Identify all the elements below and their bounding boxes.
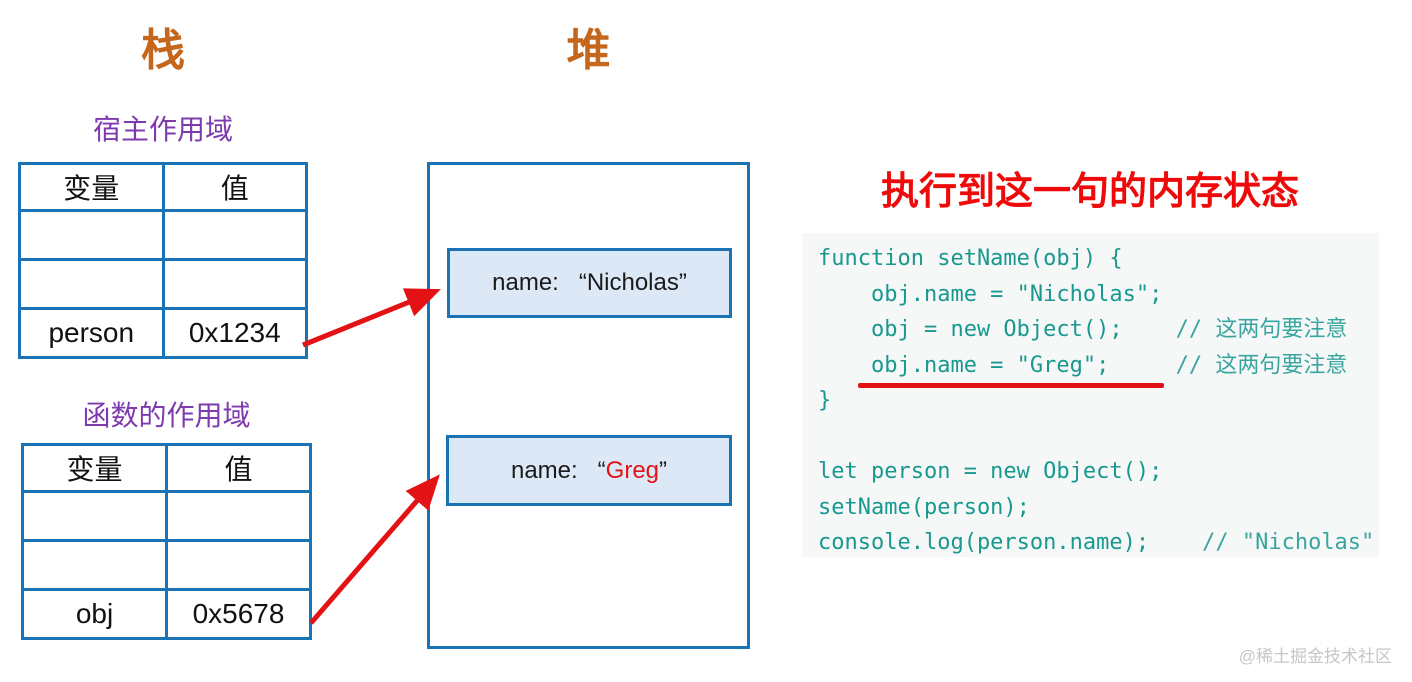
heap-title: 堆 [566,26,611,75]
code-line: } [818,383,1379,419]
text-segment: function setName(obj) { [818,246,1123,271]
table-row [18,209,308,261]
table-row [18,258,308,310]
heap-object-greg: name: “Greg” [446,435,732,506]
heap-box [427,162,750,649]
table-cell: obj [21,588,168,640]
text-segment: setName(person); [818,494,1030,520]
text-segment: Greg [605,456,660,484]
text-segment: obj = new Object(); [818,317,1176,342]
text-segment: } [818,388,832,413]
header-row: 变量值 [21,443,312,493]
table-cell [21,490,168,542]
text-segment: obj.name = "Greg"; [818,352,1176,378]
arrow-obj-to-greg [309,474,440,625]
table-cell: 0x1234 [161,307,308,359]
host-scope-label: 宿主作用域 [92,114,233,145]
text-segment: // 这两句要注意 [1175,352,1348,378]
text-segment: obj.name = "Nicholas"; [818,281,1163,307]
column-header: 值 [161,162,308,212]
code-line: function setName(obj) { [818,241,1379,277]
function-scope-label: 函数的作用域 [82,400,251,431]
table-cell [18,209,165,261]
watermark: @稀土掘金技术社区 [1238,647,1392,666]
memory-state-title: 执行到这一句的内存状态 [880,171,1299,213]
code-line: console.log(person.name); // "Nicholas" [818,525,1379,561]
code-line [818,419,1379,455]
table-cell [165,490,312,542]
table-row [21,490,312,542]
table-cell [165,539,312,591]
text-segment: name: “ [510,456,606,484]
code-line: obj.name = "Nicholas"; [818,277,1379,313]
code-line: obj = new Object(); // 这两句要注意 [818,312,1379,348]
code-block: function setName(obj) { obj.name = "Nich… [802,233,1379,557]
text-segment: // "Nicholas" [1202,530,1375,555]
table-cell [18,258,165,310]
table-cell: 0x5678 [165,588,312,640]
code-line: obj.name = "Greg"; // 这两句要注意 [818,348,1379,384]
column-header: 变量 [18,162,165,212]
table-cell: person [18,307,165,359]
code-line: setName(person); [818,490,1379,526]
code-lines: function setName(obj) { obj.name = "Nich… [818,241,1379,561]
table-row [21,539,312,591]
stack-title: 栈 [141,26,185,75]
column-header: 变量 [21,443,168,493]
highlight-underline [858,383,1164,388]
column-header: 值 [165,443,312,493]
arrow-person-to-nicholas [302,288,441,348]
text-segment: ” [659,456,668,484]
text-segment: let person = new Object(); [818,459,1163,484]
text-segment: name: “Nicholas” [492,269,687,296]
header-row: 变量值 [18,162,308,212]
text-segment: // 这两句要注意 [1175,317,1348,342]
table-cell [161,258,308,310]
heap-object-nicholas: name: “Nicholas” [447,248,732,318]
text-segment: console.log(person.name); [818,530,1203,555]
table-cell [21,539,168,591]
code-line: let person = new Object(); [818,454,1379,490]
table-cell [161,209,308,261]
